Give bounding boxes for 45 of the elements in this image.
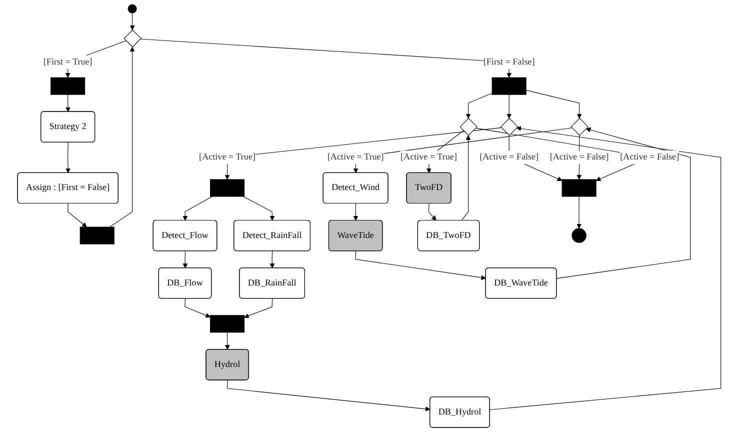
arrow [466,92,493,119]
node-bar [80,226,115,244]
edge-label: [Active = True] [328,152,384,162]
arrow [354,203,358,221]
arrow [556,127,691,279]
arrow [182,250,188,268]
node-diamond [460,118,478,136]
node-circle [128,4,138,14]
edge-label: [Active = False] [550,152,610,162]
arrow [66,142,71,174]
arrow [225,332,230,350]
edge-label: [Active = False] [620,152,680,162]
arrow [182,196,213,221]
arrow [270,250,275,268]
arrow [68,203,88,228]
arrow [66,94,71,112]
node-bar [562,179,597,197]
node-circle [572,228,587,243]
arrow [243,196,275,221]
edge-label: [First = False] [484,57,536,67]
arrow [225,127,502,180]
node-bar [210,179,245,197]
arrow [140,38,512,78]
arrow [356,250,486,280]
edge-label: [First = True] [44,57,93,67]
arrow [185,298,211,318]
arrow [526,90,582,119]
arrow [428,203,437,221]
node-bar [210,315,245,333]
arrow [130,12,136,30]
arrow [244,298,273,318]
edge-label: [Active = True] [199,152,256,162]
edge-label: [Active = False] [480,152,539,162]
node-bar [492,77,527,95]
node-diamond [571,118,589,136]
arrow [576,196,582,229]
arrow [490,126,722,410]
arrow [227,380,431,412]
node-diamond [500,118,519,136]
node-diamond [124,30,142,48]
arrow [110,46,136,228]
arrow [506,94,512,119]
arrow [462,135,472,221]
edge-label: [Active = True] [400,152,458,162]
node-bar [50,77,86,95]
